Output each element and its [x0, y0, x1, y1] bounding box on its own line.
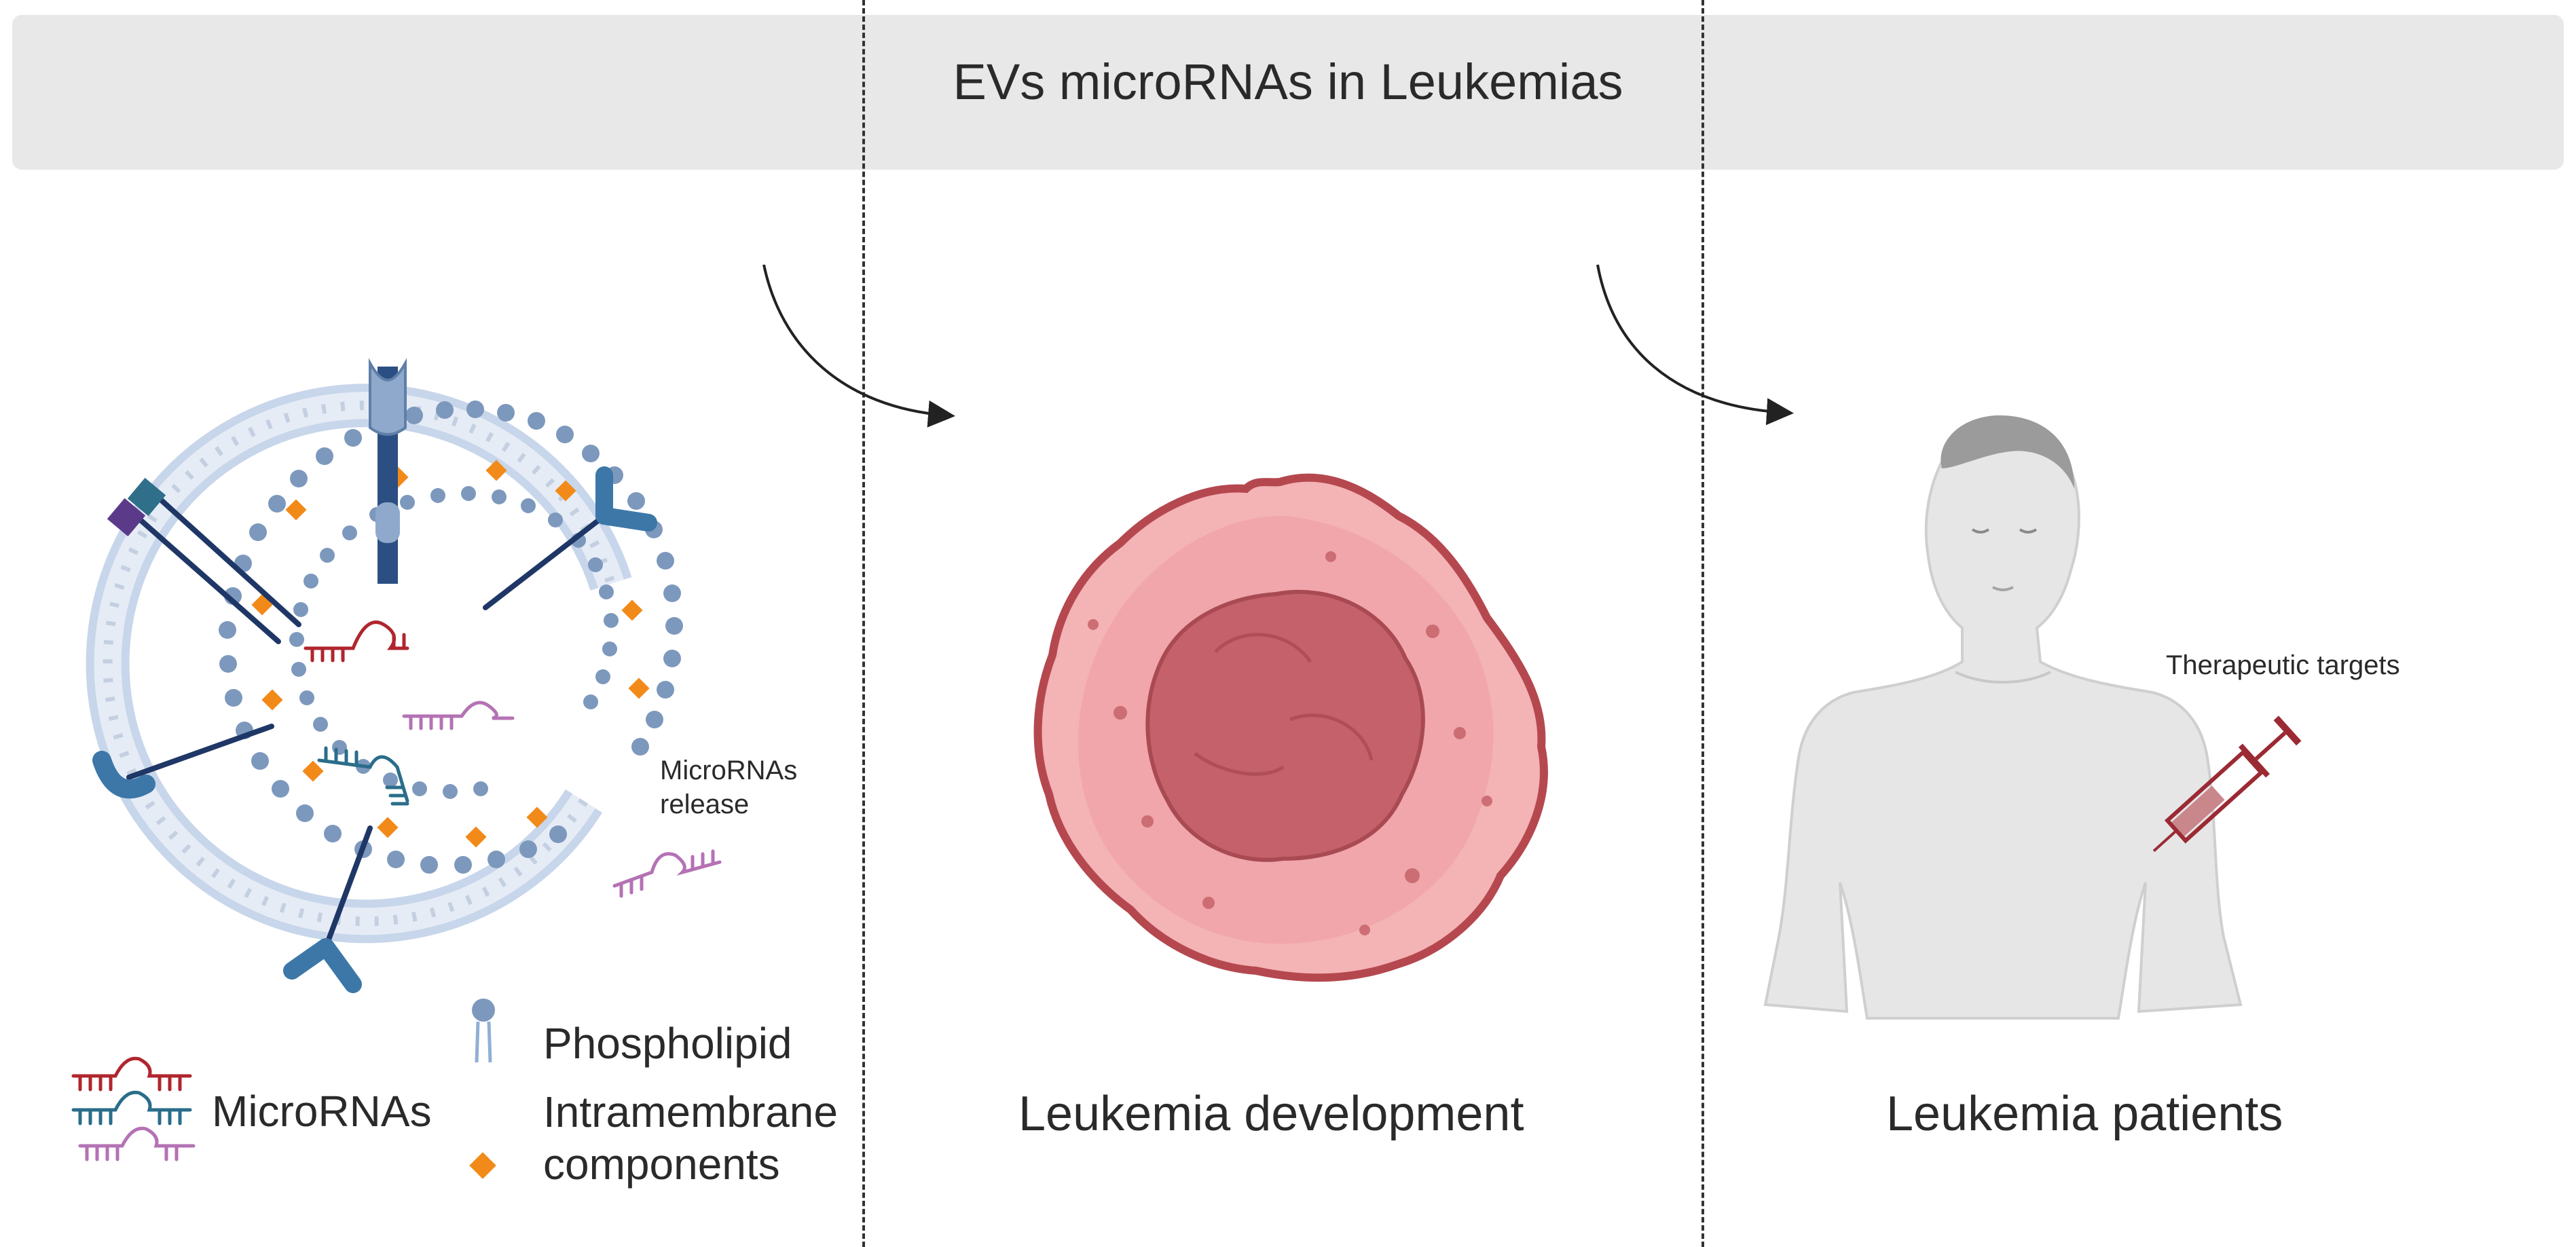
legend-intramembrane-line2: components — [543, 1139, 780, 1189]
microrna-release-label: MicroRNAs release — [660, 753, 797, 821]
title-banner — [12, 15, 2564, 170]
legend-microrna-label: MicroRNAs — [212, 1087, 432, 1136]
patients-caption: Leukemia patients — [1886, 1087, 2283, 1141]
figure-title: EVs microRNAs in Leukemias — [953, 54, 1623, 110]
microrna-release-line2: release — [660, 789, 750, 819]
legend-intramembrane-line1: Intramembrane — [543, 1087, 838, 1136]
panel-divider-left — [862, 0, 865, 1247]
legend-phospholipid-label: Phospholipid — [543, 1019, 792, 1068]
microrna-release-line1: MicroRNAs — [660, 756, 798, 785]
panel-divider-right — [1701, 0, 1704, 1247]
therapeutic-targets-label: Therapeutic targets — [2166, 650, 2400, 680]
legend-intramembrane-label: Intramembrane components — [543, 1086, 838, 1191]
development-caption: Leukemia development — [1018, 1087, 1524, 1141]
